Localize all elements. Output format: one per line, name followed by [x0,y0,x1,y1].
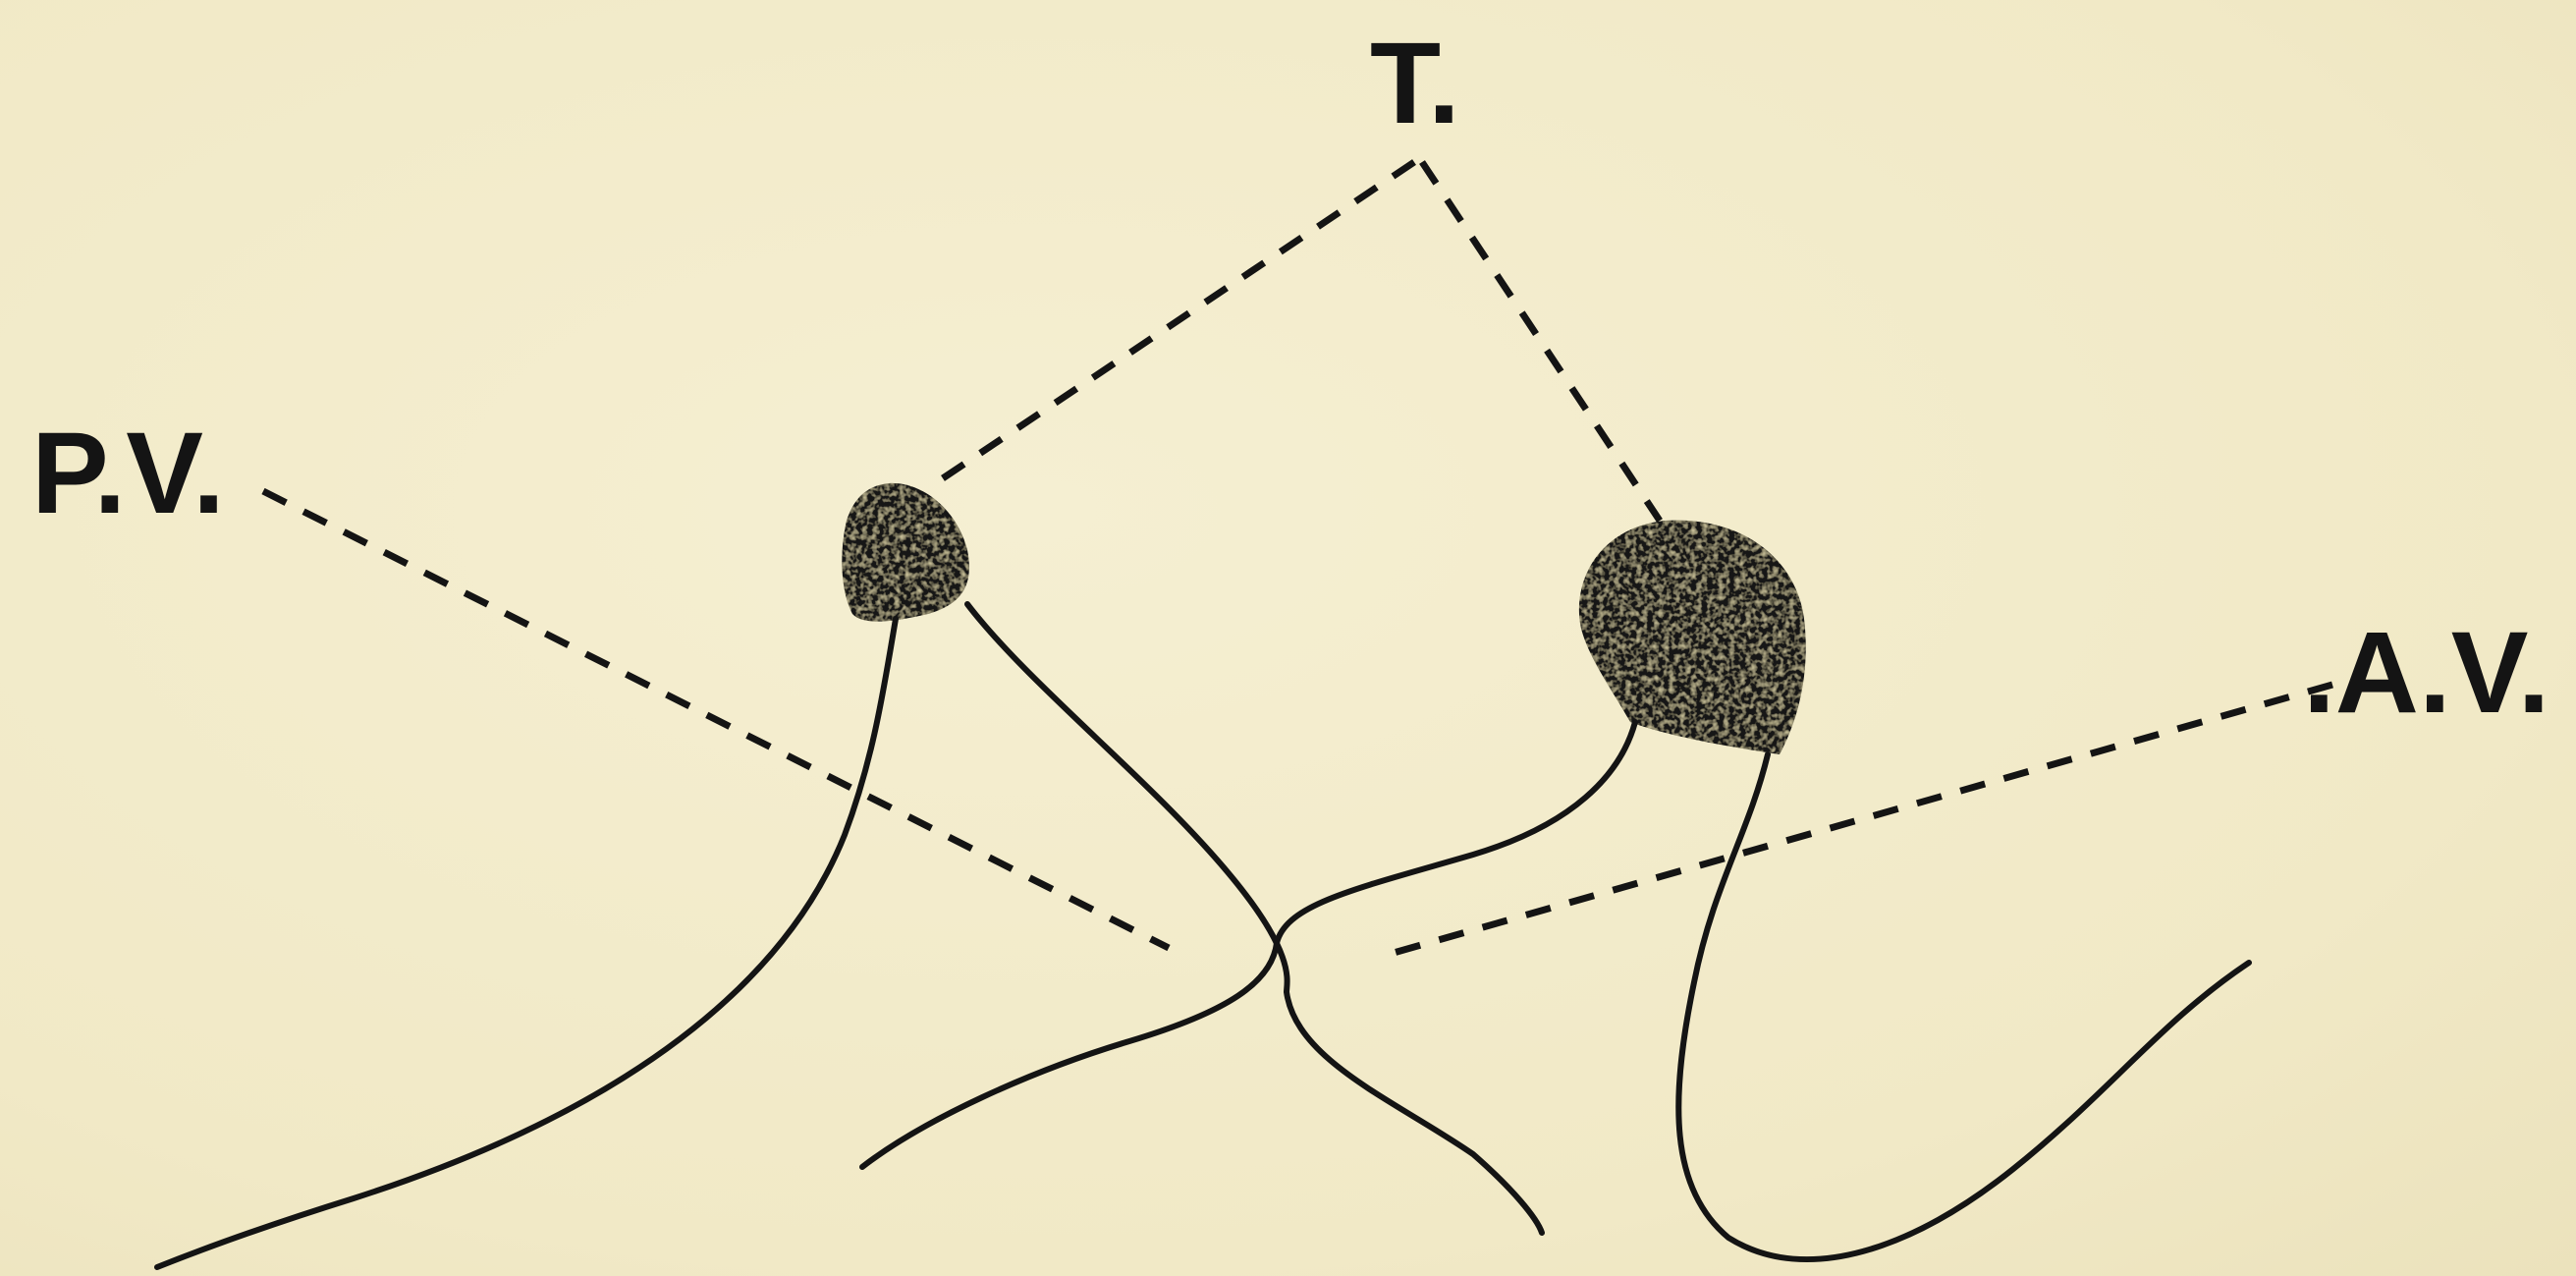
leader-line-pv [263,491,1169,948]
left-cell-flagellum-short [967,604,1542,1233]
label-pv: P.V. [31,409,225,538]
right-cell [862,521,2249,1259]
label-av: .A.V. [2303,608,2549,738]
left-cell [157,483,1542,1267]
leader-line-av [1387,685,2332,955]
right-cell-flagellum-long [862,722,1635,1167]
label-t: T. [1370,19,1460,148]
right-cell-head [1579,521,1806,754]
leader-line-t-right [1422,162,1660,521]
left-cell-flagellum-long [157,619,896,1267]
right-cell-flagellum-short [1678,754,2249,1259]
left-cell-head [842,483,969,622]
leader-line-t-left [931,162,1414,486]
